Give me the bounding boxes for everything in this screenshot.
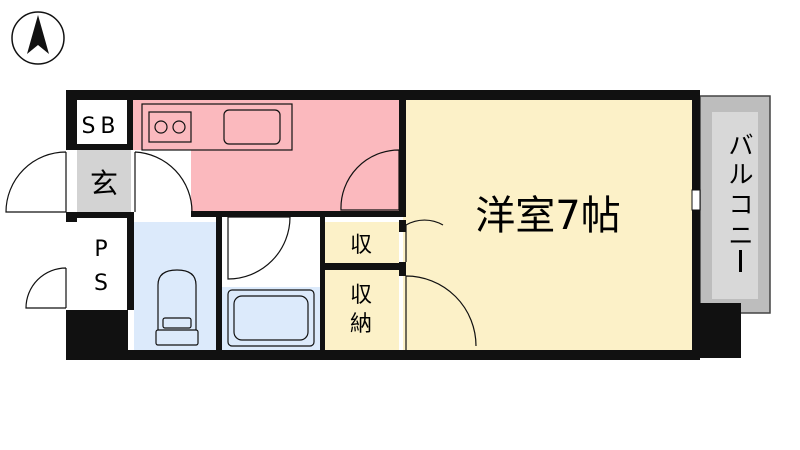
wall-bottom: [66, 350, 700, 360]
wall-ps-right: [127, 218, 134, 310]
window-frame: [691, 189, 701, 211]
toilet-area: [134, 222, 216, 350]
wall-entrance-bottom: [77, 212, 134, 218]
wall-kitchen-divider: [399, 100, 406, 213]
wall-left-top: [66, 90, 77, 150]
wall-hall-bottom: [191, 211, 406, 217]
wall-kitchen-divider-low: [399, 220, 406, 232]
burner-right-icon: [172, 120, 186, 134]
western-room-area: [403, 100, 695, 350]
washroom-door: [227, 216, 291, 280]
entrance-label: 玄: [90, 167, 118, 200]
western-room-door: [405, 275, 477, 350]
balcony-char-4: ニ: [728, 221, 753, 250]
toilet-bowl: [157, 269, 197, 330]
shoe-box-area: [77, 100, 127, 146]
sink-icon: [223, 109, 281, 145]
storage-closet-label-1: 収: [350, 283, 372, 308]
wall-sb-bottom: [77, 144, 133, 150]
kitchen-counter: [141, 103, 293, 151]
washroom-area: [222, 217, 320, 287]
storage-small-door: [405, 219, 444, 262]
wall-top: [66, 90, 700, 100]
toilet-seat-hinge: [162, 317, 192, 329]
wall-sb-right: [127, 100, 133, 146]
entrance-area: [77, 150, 131, 213]
ps-door: [25, 267, 67, 309]
entrance-door: [5, 151, 67, 213]
storage-closet-label-2: 納: [350, 312, 372, 337]
wall-wash-right: [320, 217, 325, 350]
wall-left-mid: [66, 212, 77, 222]
storage-small-label: 収: [350, 233, 372, 258]
doors: [5, 100, 697, 350]
bathtub-outer: [227, 289, 315, 347]
compass: A: [11, 11, 65, 65]
kitchen-door: [340, 149, 400, 211]
stove-icon: [148, 111, 192, 143]
pipe-space-label-p: P: [94, 237, 107, 262]
balcony-label: バ ル コ ニ ー: [728, 131, 754, 272]
western-room-label: 洋室7帖: [475, 193, 620, 239]
entrance-hall-area: [131, 150, 191, 213]
balcony-pillar: [696, 303, 741, 358]
balcony-char-3: コ: [728, 190, 753, 219]
toilet-icon: [155, 269, 199, 346]
balcony-char-2: ル: [728, 160, 753, 189]
shoe-box-label: SB: [81, 114, 120, 139]
window: [691, 189, 701, 211]
balcony-char-5: [739, 250, 742, 272]
north-arrow-icon: [27, 15, 49, 54]
wall-storage-divider: [324, 263, 404, 270]
wall-toilet-right: [216, 217, 222, 350]
counter-top: [141, 103, 293, 151]
bathtub-inner: [233, 295, 309, 341]
wall-left-bottom-block: [66, 310, 128, 360]
pipe-space-area: [77, 222, 127, 310]
toilet-tank: [155, 329, 199, 346]
storage-small-area: [324, 222, 399, 264]
balcony-char-1: バ: [728, 131, 753, 160]
balcony: [696, 95, 771, 358]
hall-door: [134, 151, 193, 213]
bathtub-icon: [227, 289, 315, 347]
pipe-space-label-s: S: [94, 271, 108, 296]
storage-closet-area: [324, 270, 399, 350]
burner-left-icon: [154, 120, 168, 134]
balcony-inner: [712, 112, 758, 299]
compass-circle: [11, 11, 65, 65]
